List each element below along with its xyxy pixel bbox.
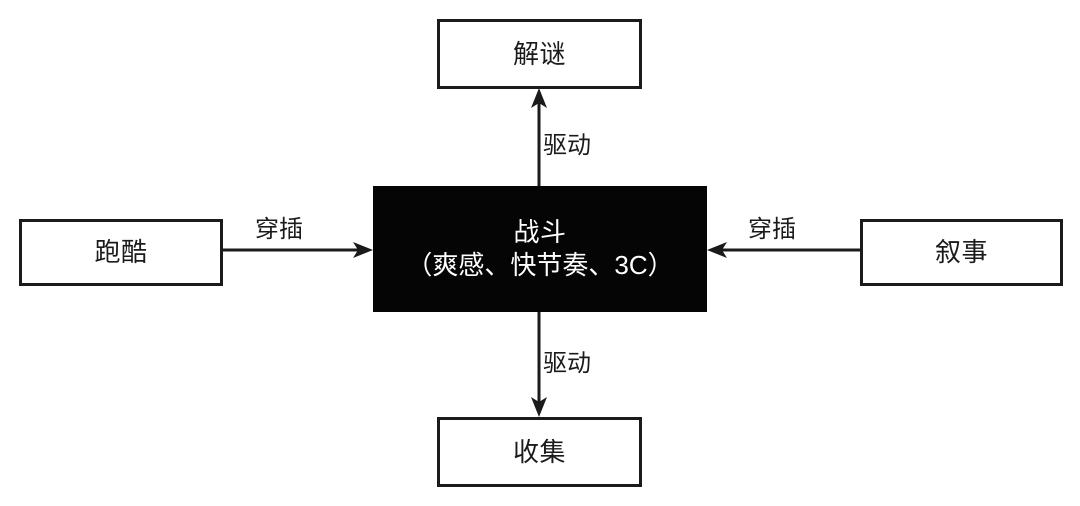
node-combat-core[interactable]: 战斗 （爽感、快节奏、3C） xyxy=(373,186,707,312)
node-narrative-label: 叙事 xyxy=(934,237,988,268)
edge-label-drive-down: 驱动 xyxy=(543,350,591,377)
node-combat-core-label: 战斗 xyxy=(513,217,567,248)
edge-label-drive-up: 驱动 xyxy=(543,132,591,159)
node-collect[interactable]: 收集 xyxy=(437,417,642,487)
node-collect-label: 收集 xyxy=(512,436,566,467)
node-parkour[interactable]: 跑酷 xyxy=(19,219,223,286)
node-combat-core-sublabel: （爽感、快节奏、3C） xyxy=(406,250,674,280)
edge-left-to-center xyxy=(222,242,373,258)
node-narrative[interactable]: 叙事 xyxy=(860,219,1063,286)
edge-right-to-center xyxy=(707,242,860,258)
node-puzzle[interactable]: 解谜 xyxy=(437,19,642,89)
node-parkour-label: 跑酷 xyxy=(94,237,148,268)
edge-label-interleave-right: 穿插 xyxy=(748,216,796,243)
node-puzzle-label: 解谜 xyxy=(512,38,566,69)
edge-label-interleave-left: 穿插 xyxy=(255,216,303,243)
